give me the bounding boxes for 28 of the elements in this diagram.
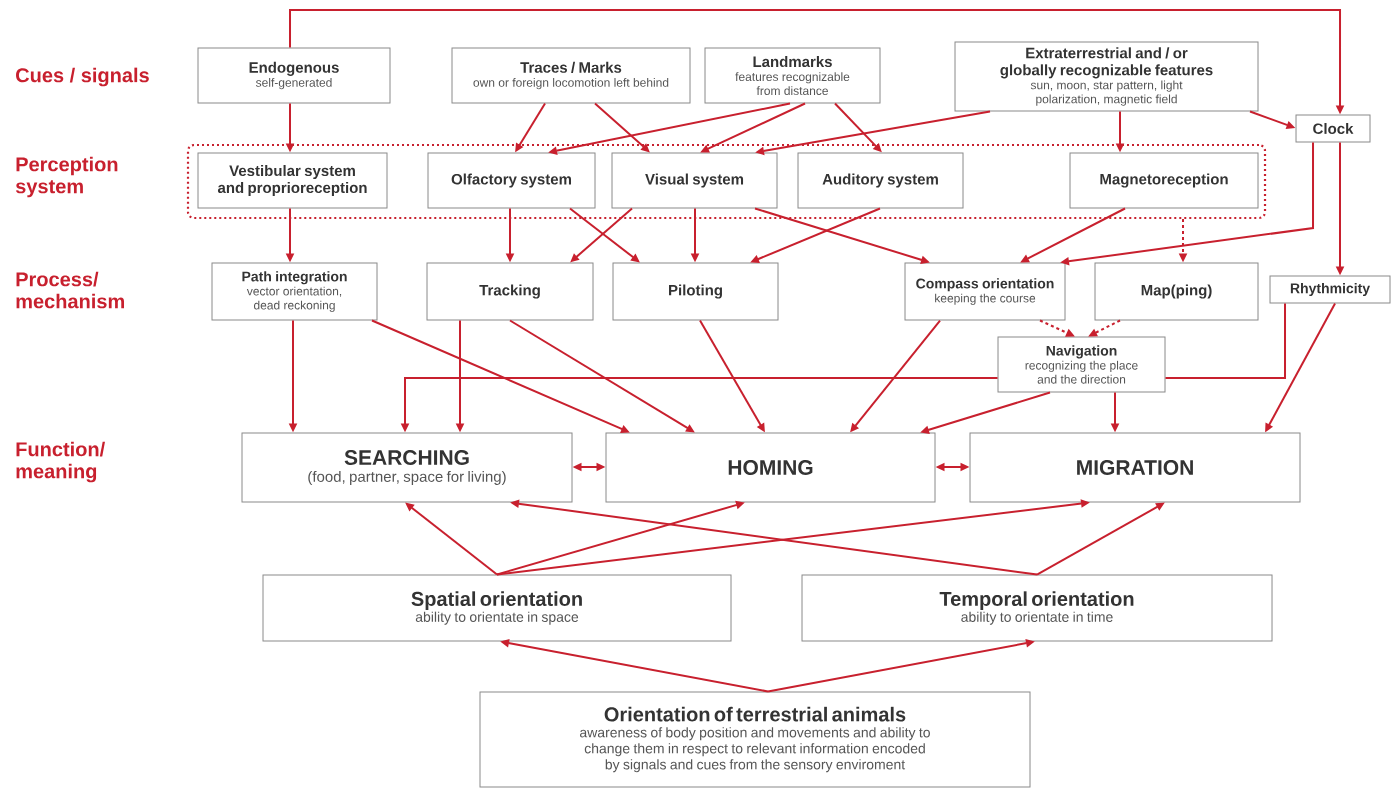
box: Rhythmicity <box>1269 275 1391 304</box>
box: Landmarks features recognizable from distance <box>704 47 881 104</box>
box: Navigation recognizing the place and the direction <box>997 336 1166 393</box>
box: Orientation of terrestrial animals awareness of body position and movements and ability to change them in respect to relevant information encoded by signals and cues from the sensory enviroment <box>479 691 1031 788</box>
box: Map(ping) <box>1094 262 1259 321</box>
box: Piloting <box>612 262 779 321</box>
box: Visual system <box>611 152 778 209</box>
box: Traces / Marks own or foreign locomotion left behind <box>451 47 691 104</box>
box: Path integration vector orientation, dead reckoning <box>211 262 378 321</box>
box: MIGRATION <box>969 432 1301 503</box>
box: Extraterrestrial and / or globally recognizable features sun, moon, star pattern, light polarization, magnetic field <box>954 41 1259 112</box>
box: Clock <box>1295 114 1371 143</box>
box: Spatial orientation ability to orientate in space <box>262 574 732 642</box>
box: Temporal orientation ability to orientate in time <box>801 574 1273 642</box>
box: Vestibular system and proprioreception <box>197 152 388 209</box>
box: Olfactory system <box>427 152 596 209</box>
box: Auditory system <box>797 152 964 209</box>
box: HOMING <box>605 432 936 503</box>
box: SEARCHING (food, partner, space for living) <box>241 432 573 503</box>
perception-region <box>186 143 1267 220</box>
row-label: Perception system <box>15 156 118 198</box>
box: Magnetoreception <box>1069 152 1259 209</box>
row-label: Cues / signals <box>16 67 149 87</box>
row-label: Function/ meaning <box>16 441 105 483</box>
box: Tracking <box>426 262 594 321</box>
box: Compass orientation keeping the course <box>904 262 1066 321</box>
box: Endogenous self-generated <box>197 47 391 104</box>
row-label: Process/ mechanism <box>16 271 124 309</box>
